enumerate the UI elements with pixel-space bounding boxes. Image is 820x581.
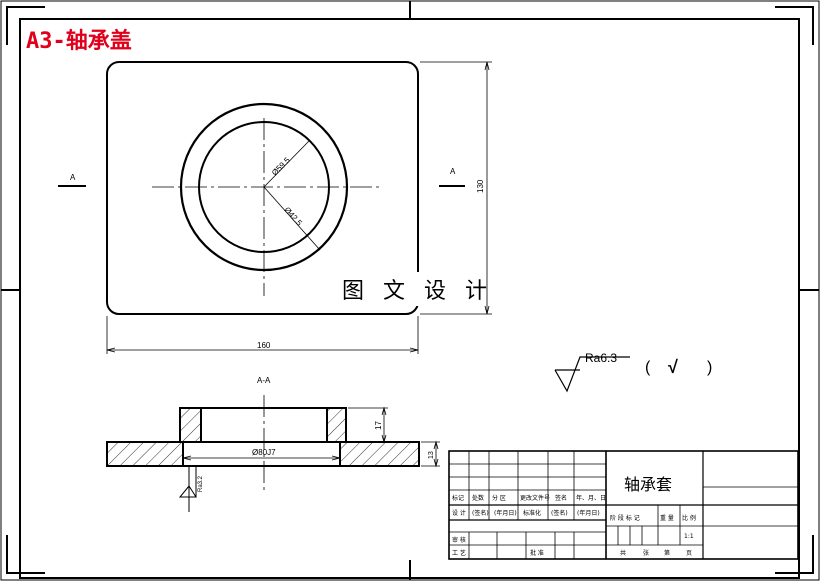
plate-outline	[106, 61, 419, 315]
tb-mark-2: 分 区	[492, 494, 506, 502]
sheet-label: A3-轴承盖	[26, 28, 132, 54]
tb-mark-5: 年、月、日	[576, 494, 606, 502]
dim-outer-circle: Ø42.5	[283, 205, 305, 228]
tb-process: 工 艺	[452, 549, 466, 557]
surface-finish-check: √	[668, 357, 678, 377]
dim-flange-thickness: 13	[428, 451, 435, 459]
dim-bore: Ø80J7	[252, 448, 276, 457]
section-view-label: A-A	[257, 376, 271, 385]
dim-inner-circle: Ø59.5	[270, 155, 292, 177]
leader-outer	[263, 186, 321, 251]
watermark-text: 图 文 设 计	[342, 279, 493, 304]
tb-sheets-unit1: 张	[643, 549, 649, 557]
tb-design-0: 设 计	[452, 509, 466, 517]
tb-weight: 重 量	[660, 514, 674, 522]
leader-inner	[263, 140, 310, 188]
watermark-bg	[335, 272, 485, 306]
dim-width: 160	[257, 341, 271, 350]
tb-mark-3: 更改文件号	[520, 494, 550, 502]
tb-design-4: (签名)	[551, 509, 568, 517]
dim-boss-height: 17	[374, 421, 383, 430]
section-view: A-A Ø80J7	[106, 376, 440, 512]
tb-scale-value: 1:1	[684, 533, 694, 540]
tb-sheets-unit2: 页	[686, 550, 692, 557]
surface-finish-value: Ra6.3	[585, 351, 617, 365]
tb-stage-mark: 阶 段 标 记	[610, 514, 640, 522]
tb-design-5: (年月日)	[577, 509, 600, 517]
tb-mark-0: 标记	[452, 494, 464, 502]
tb-design-1: (签名)	[472, 509, 489, 517]
tb-approve: 批 准	[530, 549, 544, 557]
surface-finish-symbol	[554, 356, 630, 393]
title-block: 轴承套 标记 处数 分 区 更改文件号 签名 年、月、日 设 计 (签名) (年…	[448, 450, 799, 560]
plan-view: Ø59.5 Ø42.5 A A 130 160	[58, 61, 492, 354]
tb-scale-header: 比 例	[682, 514, 696, 522]
datum-roughness-value: Ra3.2	[198, 475, 204, 492]
surface-finish: Ra6.3 ( √ )	[554, 351, 712, 393]
datum-roughness-symbol	[178, 466, 197, 512]
tb-design-2: (年月日)	[494, 509, 517, 517]
tb-review: 审 核	[452, 536, 466, 544]
tb-sheets-no: 第	[664, 549, 670, 557]
tb-mark-1: 处数	[472, 494, 484, 502]
section-letter-right: A	[450, 167, 456, 176]
tb-sheets-total: 共	[620, 549, 626, 557]
surface-finish-open: (	[645, 359, 651, 376]
dim-height: 130	[476, 179, 485, 193]
tb-design-3: 标准化	[523, 509, 541, 517]
part-name: 轴承套	[624, 475, 672, 494]
section-letter-left: A	[70, 173, 76, 182]
tb-mark-4: 签名	[555, 494, 567, 502]
surface-finish-close: )	[707, 359, 712, 376]
